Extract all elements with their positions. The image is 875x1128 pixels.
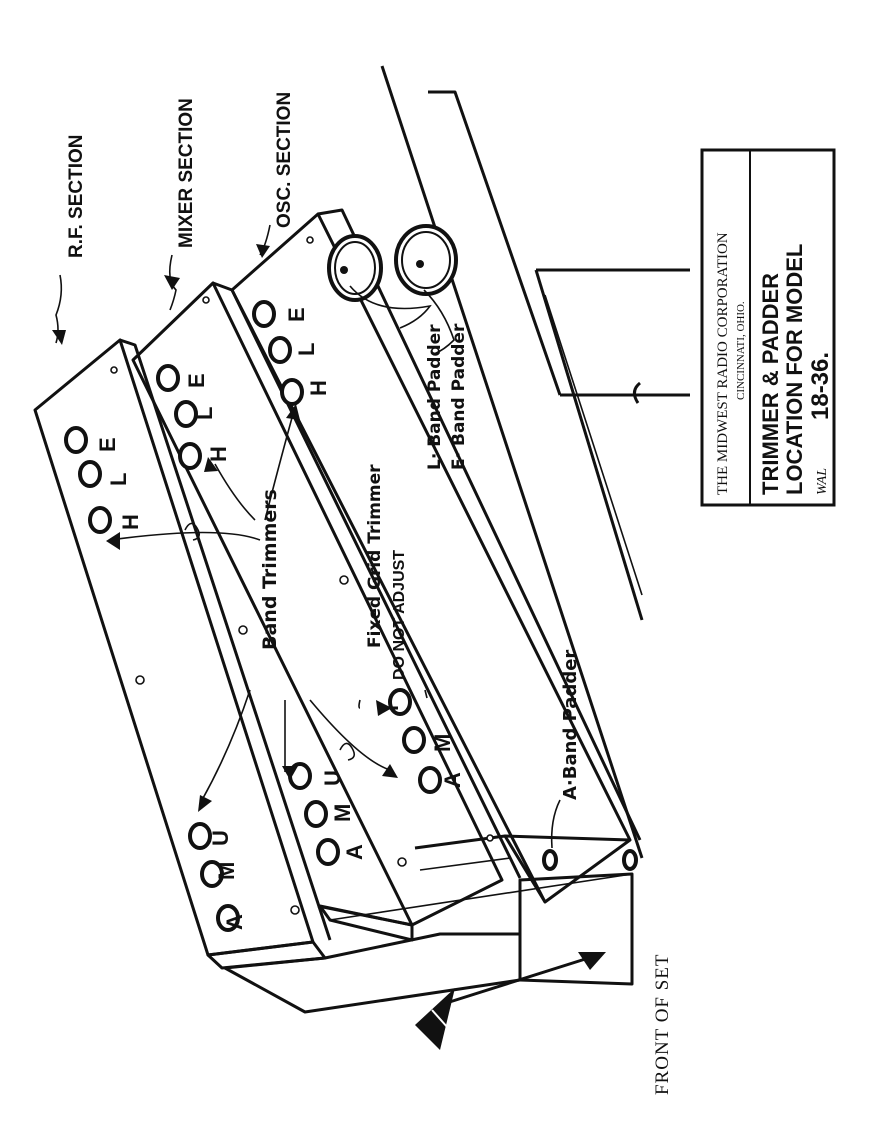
osc-letter-e: E — [284, 307, 309, 322]
rf-u-trimmer — [188, 822, 212, 850]
a-band-padder-holes — [542, 849, 638, 871]
rf-m-trimmer — [200, 860, 224, 888]
chassis-outline — [380, 65, 690, 859]
mixer-trimmer-holes — [156, 296, 407, 867]
rf-a-trimmer — [216, 904, 240, 932]
mixer-leader — [168, 254, 177, 311]
mixer-letter-l: L — [192, 407, 217, 420]
draftsman-initials: WAL — [815, 468, 830, 495]
dial-arc — [633, 381, 642, 404]
rf-letter-h: H — [118, 514, 143, 530]
mixer-m-trimmer — [304, 800, 328, 828]
mixer-section-label: MIXER SECTION — [176, 98, 197, 248]
l-band-padder — [327, 234, 383, 302]
band-padders — [327, 224, 458, 302]
rf-letter-a: A — [222, 914, 247, 930]
mixer-h-trimmer — [178, 442, 202, 470]
rf-letter-u: U — [208, 830, 233, 846]
mixer-section-box — [131, 281, 633, 942]
front-of-set-label: FRONT OF SET — [652, 953, 673, 1095]
osc-h-trimmer — [280, 378, 304, 406]
rf-letter-m: M — [214, 862, 239, 880]
rf-section-box — [33, 338, 634, 1014]
osc-letter-a: A — [440, 772, 465, 788]
a-band-padder — [542, 849, 558, 871]
mixer-letter-u: U — [320, 770, 345, 786]
a-band-padder-label: A·Band Padder — [560, 650, 581, 800]
osc-e-trimmer — [252, 300, 276, 328]
do-not-adjust-label: DO NOT ADJUST — [391, 550, 408, 680]
osc-a-trimmer — [418, 766, 442, 794]
model-number: 18-36. — [807, 352, 834, 420]
rf-letter-e: E — [95, 437, 120, 452]
title-block: THE MIDWEST RADIO CORPORATION CINCINNATI… — [700, 148, 836, 507]
mixer-letter-a: A — [342, 844, 367, 860]
title-line-2: LOCATION FOR MODEL — [782, 244, 807, 495]
rf-trimmer-holes — [64, 366, 300, 932]
rf-h-trimmer — [88, 506, 112, 534]
front-of-set-arrow — [415, 952, 606, 1050]
mixer-e-trimmer — [156, 364, 180, 392]
mixer-letter-h: H — [206, 446, 231, 462]
osc-m-trimmer — [402, 726, 426, 754]
osc-fixed-grid-trimmer — [388, 688, 412, 716]
l-band-padder-label: L· Band Padder — [425, 324, 445, 470]
rf-section-label: R.F. SECTION — [66, 134, 87, 258]
title-line-1: TRIMMER & PADDER — [758, 273, 783, 495]
company-city: CINCINNATI, OHIO. — [735, 301, 747, 400]
osc-trimmer-holes — [252, 236, 494, 842]
rf-band-letters: H L E A M U — [95, 437, 247, 930]
rf-letter-l: L — [106, 473, 131, 486]
mixer-band-letters: H L E A M U — [184, 373, 367, 860]
osc-letter-h: H — [306, 380, 331, 396]
company-name: THE MIDWEST RADIO CORPORATION — [715, 232, 731, 495]
rf-l-trimmer — [78, 460, 102, 488]
rf-e-trimmer — [64, 426, 88, 454]
osc-l-trimmer — [268, 336, 292, 364]
mixer-l-trimmer — [174, 400, 198, 428]
osc-letter-m: M — [430, 734, 455, 752]
mixer-a-trimmer — [316, 838, 340, 866]
leader-lines — [52, 224, 561, 849]
band-trimmers-label: Band Trimmers — [259, 489, 281, 650]
fixed-grid-trimmer-label: Fixed Grid Trimmer — [365, 464, 385, 648]
mixer-letter-e: E — [184, 373, 209, 388]
e-band-padder-label: E· Band Padder — [449, 323, 469, 470]
mixer-letter-m: M — [330, 804, 355, 822]
osc-letter-l: L — [294, 343, 319, 356]
osc-section-label: OSC. SECTION — [274, 92, 295, 228]
osc-band-letters: H L E A M — [284, 307, 465, 788]
e-band-padder — [394, 224, 458, 296]
